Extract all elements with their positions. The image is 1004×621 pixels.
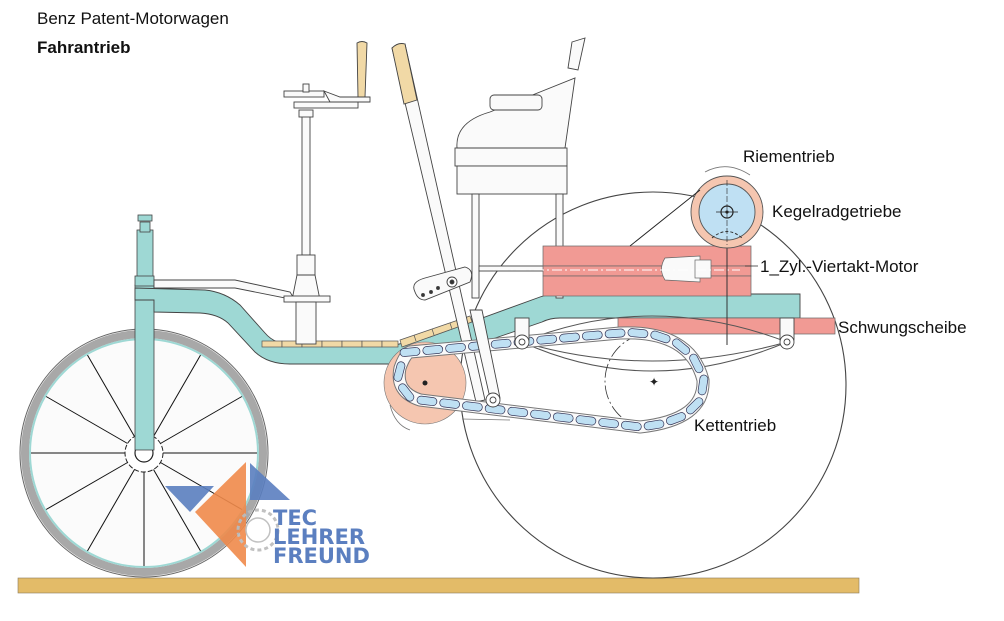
- logo-text-line3: FREUND: [273, 544, 370, 568]
- chain-link: [445, 342, 466, 353]
- svg-text:✦: ✦: [649, 375, 659, 389]
- chain-link: [552, 412, 574, 423]
- engine-block: [480, 245, 752, 297]
- label-engine: 1_Zyl.-Viertakt-Motor: [760, 257, 919, 276]
- pulley: [690, 166, 764, 249]
- logo-text-line2: LEHRER: [273, 525, 365, 549]
- label-flywheel: Schwungscheibe: [838, 318, 967, 337]
- chain-link: [490, 338, 512, 349]
- label-chain-drive: Kettentrieb: [694, 416, 777, 435]
- shift-quadrant: [413, 266, 473, 301]
- wheel-spoke: [45, 396, 128, 444]
- chain-link: [393, 361, 406, 382]
- chain-link: [462, 401, 483, 412]
- chain-link: [650, 330, 671, 344]
- chain-link: [598, 418, 619, 429]
- wheel-spoke: [160, 396, 243, 444]
- chain-link: [398, 383, 415, 402]
- chain-link: [604, 328, 626, 339]
- chain-link: [621, 420, 642, 432]
- chain-link: [416, 395, 438, 406]
- belt: [629, 189, 701, 247]
- wheel-spoke: [87, 469, 135, 552]
- chain-link: [422, 345, 444, 355]
- leaf-springs: [521, 315, 788, 372]
- brake-lever: [391, 43, 486, 403]
- wheel-spoke: [153, 354, 201, 437]
- label-bevel-gear: Kegelradgetriebe: [772, 202, 902, 221]
- chain-link: [627, 328, 649, 339]
- diagram-title: Benz Patent-Motorwagen: [37, 9, 229, 28]
- chain-link: [643, 419, 665, 431]
- seat: [454, 37, 586, 299]
- logo-text-line1: TEC: [273, 506, 318, 530]
- chain-links: [393, 328, 709, 432]
- spring-shackles: [469, 309, 795, 408]
- chain-link: [672, 338, 691, 355]
- chain-link: [686, 397, 704, 415]
- front-fork: [134, 214, 155, 451]
- label-belt-drive: Riementrieb: [743, 147, 835, 166]
- chain-link: [575, 415, 597, 426]
- wheel-spoke: [45, 462, 128, 510]
- diagram-subtitle: Fahrantrieb: [37, 38, 131, 57]
- chain-link: [697, 374, 709, 396]
- logo-mark: [165, 462, 290, 567]
- chain-link: [581, 330, 603, 341]
- steering-tiller: [283, 41, 371, 345]
- chain-link: [399, 347, 421, 357]
- wheel-spoke: [87, 354, 135, 437]
- chain-link: [536, 334, 558, 345]
- wheel-spoke: [153, 469, 201, 552]
- ground: [17, 577, 860, 594]
- chain-link: [507, 406, 529, 418]
- chain-link: [689, 353, 704, 374]
- chain-link: [665, 412, 686, 426]
- chain-link: [559, 332, 580, 343]
- chain-link: [530, 409, 551, 420]
- floorboards: [261, 315, 473, 348]
- chain-link: [439, 398, 460, 409]
